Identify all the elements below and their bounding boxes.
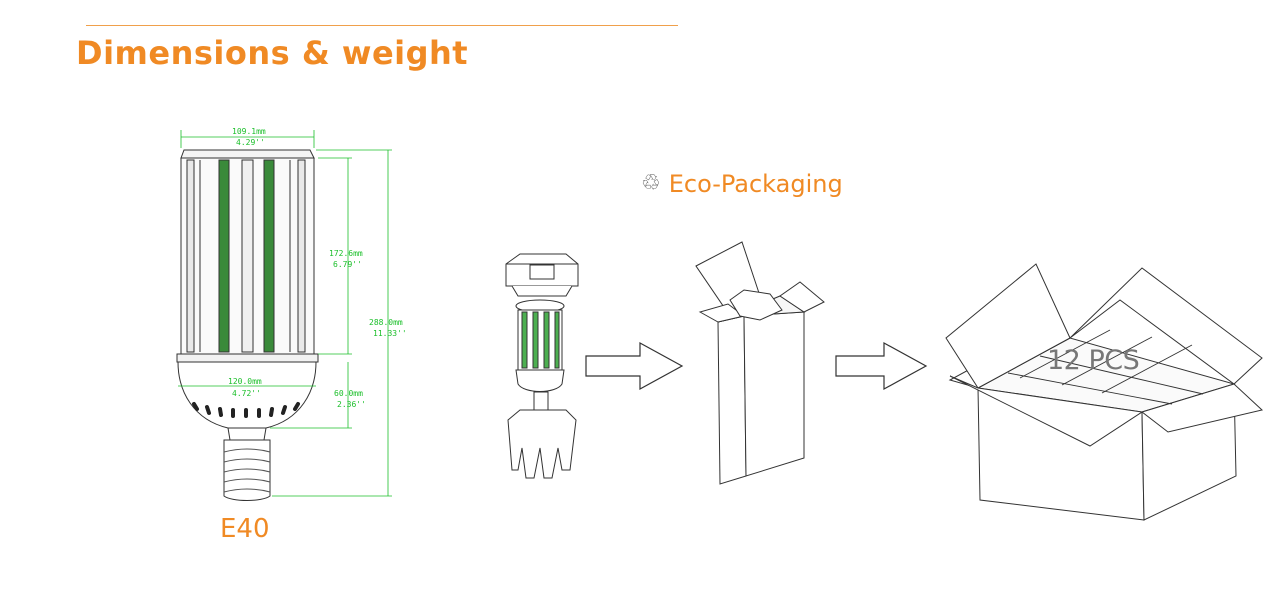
dim-top-in: 4.29'' xyxy=(236,138,265,147)
box-quantity-label: 12 PCS xyxy=(1047,345,1140,376)
recycle-icon: ♲ xyxy=(641,171,661,196)
arrow-1 xyxy=(585,341,684,391)
dim-total-mm: 288.0mm xyxy=(369,318,403,327)
page-title: Dimensions & weight xyxy=(76,34,469,72)
exploded-packaging-drawing xyxy=(505,253,579,479)
dim-body-width-mm: 120.0mm xyxy=(228,377,262,386)
base-type-label: E40 xyxy=(220,514,270,544)
single-box-drawing xyxy=(695,241,825,485)
eco-packaging-label: Eco-Packaging xyxy=(668,170,843,198)
corn-bulb-drawing xyxy=(176,149,319,501)
dim-total-in: 11.33'' xyxy=(373,329,407,338)
dimension-labels: 109.1mm 4.29'' 172.6mm 6.79'' 288.0mm 11… xyxy=(228,127,407,409)
dim-led-mm: 172.6mm xyxy=(329,249,363,258)
header-divider xyxy=(86,25,678,26)
dim-led-in: 6.79'' xyxy=(333,260,362,269)
eco-packaging-heading: ♲ Eco-Packaging xyxy=(641,170,843,198)
dimension-lines xyxy=(178,130,392,497)
dim-body-width-in: 4.72'' xyxy=(232,389,261,398)
arrow-2 xyxy=(835,341,928,391)
dim-body-height-mm: 60.0mm xyxy=(334,389,363,398)
dim-top-mm: 109.1mm xyxy=(232,127,266,136)
master-carton-drawing xyxy=(945,263,1264,521)
dim-body-height-in: 2.36'' xyxy=(337,400,366,409)
